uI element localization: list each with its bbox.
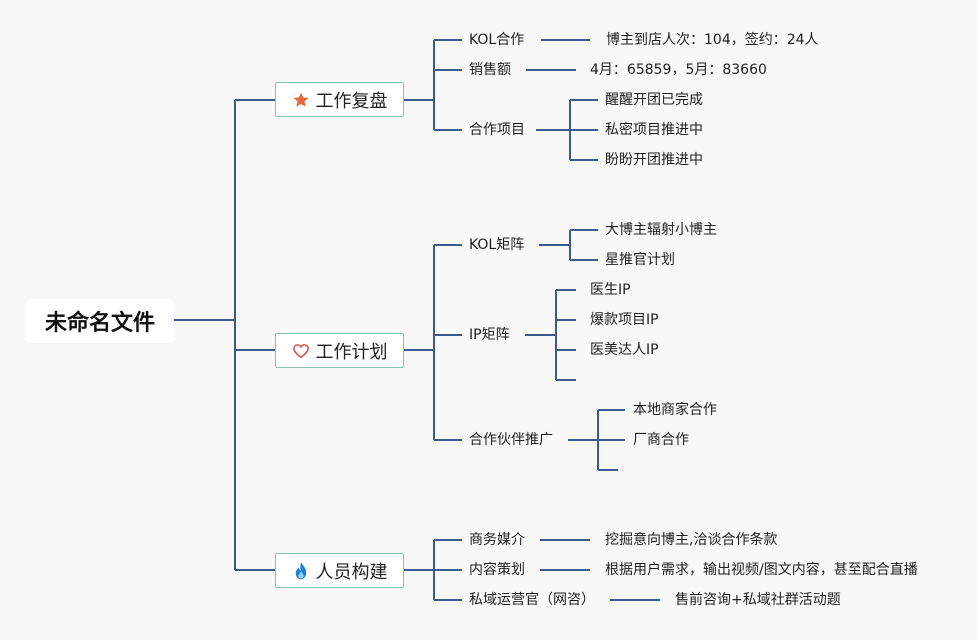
subtopic-cooperation-projects[interactable]: 合作项目 [469, 122, 525, 138]
root-topic-label: 未命名文件 [44, 311, 155, 336]
subtopic-kol-cooperation[interactable]: KOL合作 [469, 32, 525, 48]
subtopic-business-media[interactable]: 商务媒介 [469, 532, 525, 548]
root-topic[interactable]: 未命名文件 [26, 299, 174, 343]
topic-work-plan[interactable]: 工作计划 [275, 333, 404, 368]
fire-icon [295, 561, 306, 579]
topic-label: 人员构建 [315, 561, 388, 583]
leaf-node[interactable]: 售前咨询+私域社群活动题 [675, 592, 841, 608]
leaf-node[interactable]: 4月：65859，5月：83660 [590, 62, 767, 78]
heart-icon [292, 343, 309, 358]
leaf-node[interactable]: 挖掘意向博主,洽谈合作条款 [605, 532, 778, 548]
subtopic-content-planning[interactable]: 内容策划 [469, 562, 525, 578]
leaf-node[interactable]: 爆款项目IP [590, 312, 659, 328]
star-icon [293, 92, 308, 107]
leaf-node[interactable]: 博主到店人次：104，签约：24人 [606, 32, 819, 48]
subtopic-partner-promotion[interactable]: 合作伙伴推广 [469, 432, 553, 448]
leaf-node[interactable]: 私密项目推进中 [605, 122, 703, 138]
topic-label: 工作复盘 [315, 90, 388, 112]
subtopic-private-operations[interactable]: 私域运营官（网咨） [469, 592, 595, 608]
leaf-node[interactable]: 医生IP [590, 282, 631, 298]
subtopic-sales[interactable]: 销售额 [469, 62, 511, 78]
leaf-node[interactable]: 本地商家合作 [633, 402, 717, 418]
leaf-node[interactable]: 星推官计划 [605, 252, 675, 268]
leaf-node[interactable]: 大博主辐射小博主 [605, 222, 717, 238]
leaf-node[interactable]: 根据用户需求，输出视频/图文内容，甚至配合直播 [605, 562, 918, 578]
leaf-node[interactable]: 厂商合作 [633, 432, 689, 448]
leaf-node[interactable]: 医美达人IP [590, 342, 659, 358]
leaf-node[interactable]: 醒醒开团已完成 [605, 92, 703, 108]
topic-work-review[interactable]: 工作复盘 [275, 82, 404, 117]
subtopic-ip-matrix[interactable]: IP矩阵 [469, 327, 510, 343]
topic-staffing[interactable]: 人员构建 [275, 553, 404, 588]
topic-label: 工作计划 [315, 341, 388, 363]
leaf-node[interactable]: 盼盼开团推进中 [605, 152, 703, 168]
subtopic-kol-matrix[interactable]: KOL矩阵 [469, 237, 525, 253]
